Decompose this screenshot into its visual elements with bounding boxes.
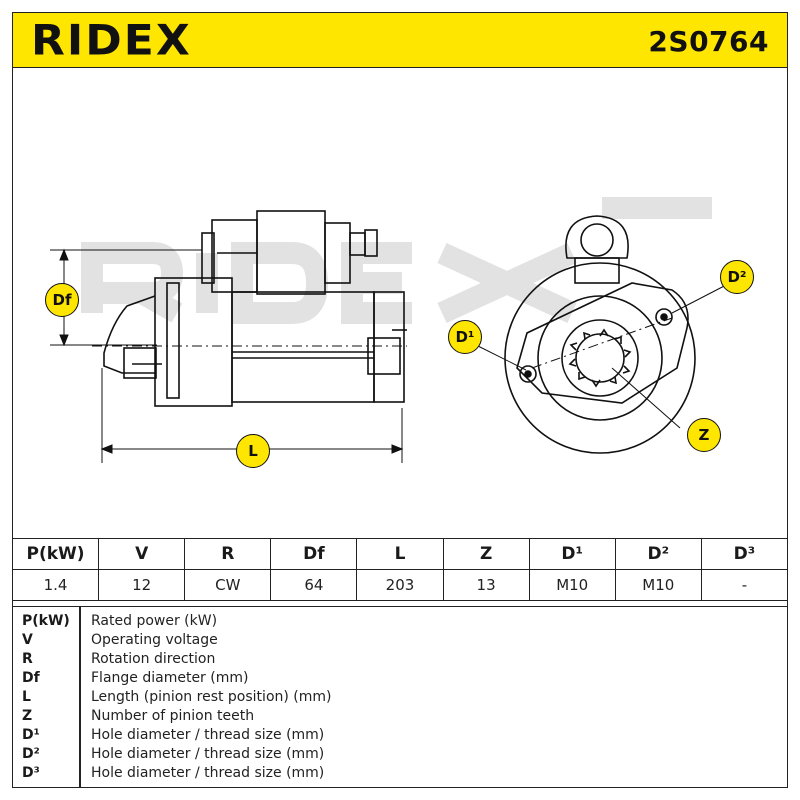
spec-value-power: 1.4 <box>11 569 100 601</box>
legend-key: L <box>22 689 31 705</box>
legend-desc: Flange diameter (mm) <box>91 670 249 686</box>
spec-header-d3: D³ <box>700 538 789 570</box>
spec-header-voltage: V <box>98 538 186 570</box>
legend-desc: Rotation direction <box>91 651 216 667</box>
legend-desc: Rated power (kW) <box>91 613 218 629</box>
spec-value-d2: M10 <box>614 569 702 601</box>
spec-header-rotation: R <box>184 538 272 570</box>
starter-motor-drawing <box>50 197 731 463</box>
spec-header-l: L <box>356 538 444 570</box>
label-z: Z <box>687 418 721 452</box>
spec-header-z: Z <box>442 538 530 570</box>
legend-key: Df <box>22 670 40 686</box>
watermark-logo <box>81 197 712 324</box>
label-d1: D¹ <box>448 320 482 354</box>
label-l: L <box>236 434 270 468</box>
spec-value-rotation: CW <box>184 569 272 601</box>
brand-logo: RIDEX <box>31 16 192 65</box>
spec-value-row: 1.4 12 CW 64 203 13 M10 M10 - <box>11 569 789 601</box>
legend-key: D³ <box>22 765 40 781</box>
leader-lines <box>477 282 731 429</box>
legend-key: R <box>22 651 33 667</box>
legend-desc: Length (pinion rest position) (mm) <box>91 689 332 705</box>
spec-table: P(kW) V R Df L Z D¹ D² D³ 1.4 12 CW 64 2… <box>11 538 789 601</box>
spec-value-df: 64 <box>270 569 358 601</box>
legend-box: P(kW) Rated power (kW) V Operating volta… <box>12 606 788 788</box>
header-bar: RIDEX 2S0764 <box>12 12 788 68</box>
legend-desc: Hole diameter / thread size (mm) <box>91 727 325 743</box>
legend-row: D³ Hole diameter / thread size (mm) <box>13 765 787 784</box>
spec-value-voltage: 12 <box>98 569 186 601</box>
pinion-teeth <box>568 328 632 388</box>
legend-row: D² Hole diameter / thread size (mm) <box>13 746 787 765</box>
legend-desc: Hole diameter / thread size (mm) <box>91 765 325 781</box>
technical-drawing: Df L D¹ D² Z <box>12 68 788 538</box>
spec-header-d1: D¹ <box>528 538 616 570</box>
spec-value-d1: M10 <box>528 569 616 601</box>
legend-divider <box>79 607 81 787</box>
legend-row: L Length (pinion rest position) (mm) <box>13 689 787 708</box>
legend-key: D² <box>22 746 40 762</box>
spec-value-d3: - <box>700 569 789 601</box>
part-number: 2S0764 <box>648 25 769 58</box>
starter-end-view <box>504 215 696 454</box>
legend-key: P(kW) <box>22 613 70 629</box>
legend-row: Df Flange diameter (mm) <box>13 670 787 689</box>
legend-row: Z Number of pinion teeth <box>13 708 787 727</box>
legend-desc: Number of pinion teeth <box>91 708 255 724</box>
legend-key: Z <box>22 708 33 724</box>
legend-key: V <box>22 632 33 648</box>
spec-value-z: 13 <box>442 569 530 601</box>
spec-header-df: Df <box>270 538 358 570</box>
end-view-outer-circle <box>504 262 696 454</box>
spec-header-power: P(kW) <box>11 538 100 570</box>
hole-d2 <box>655 308 673 326</box>
spec-header-d2: D² <box>614 538 702 570</box>
legend-row: R Rotation direction <box>13 651 787 670</box>
spec-header-row: P(kW) V R Df L Z D¹ D² D³ <box>11 538 789 570</box>
hole-d1 <box>519 365 537 383</box>
dimension-df <box>50 248 202 347</box>
starter-side-view <box>92 210 407 407</box>
legend-desc: Hole diameter / thread size (mm) <box>91 746 325 762</box>
label-df: Df <box>45 283 79 317</box>
legend-desc: Operating voltage <box>91 632 218 648</box>
label-d2: D² <box>720 260 754 294</box>
legend-row: P(kW) Rated power (kW) <box>13 613 787 632</box>
legend-row: D¹ Hole diameter / thread size (mm) <box>13 727 787 746</box>
legend-key: D¹ <box>22 727 40 743</box>
spec-value-l: 203 <box>356 569 444 601</box>
legend-row: V Operating voltage <box>13 632 787 651</box>
